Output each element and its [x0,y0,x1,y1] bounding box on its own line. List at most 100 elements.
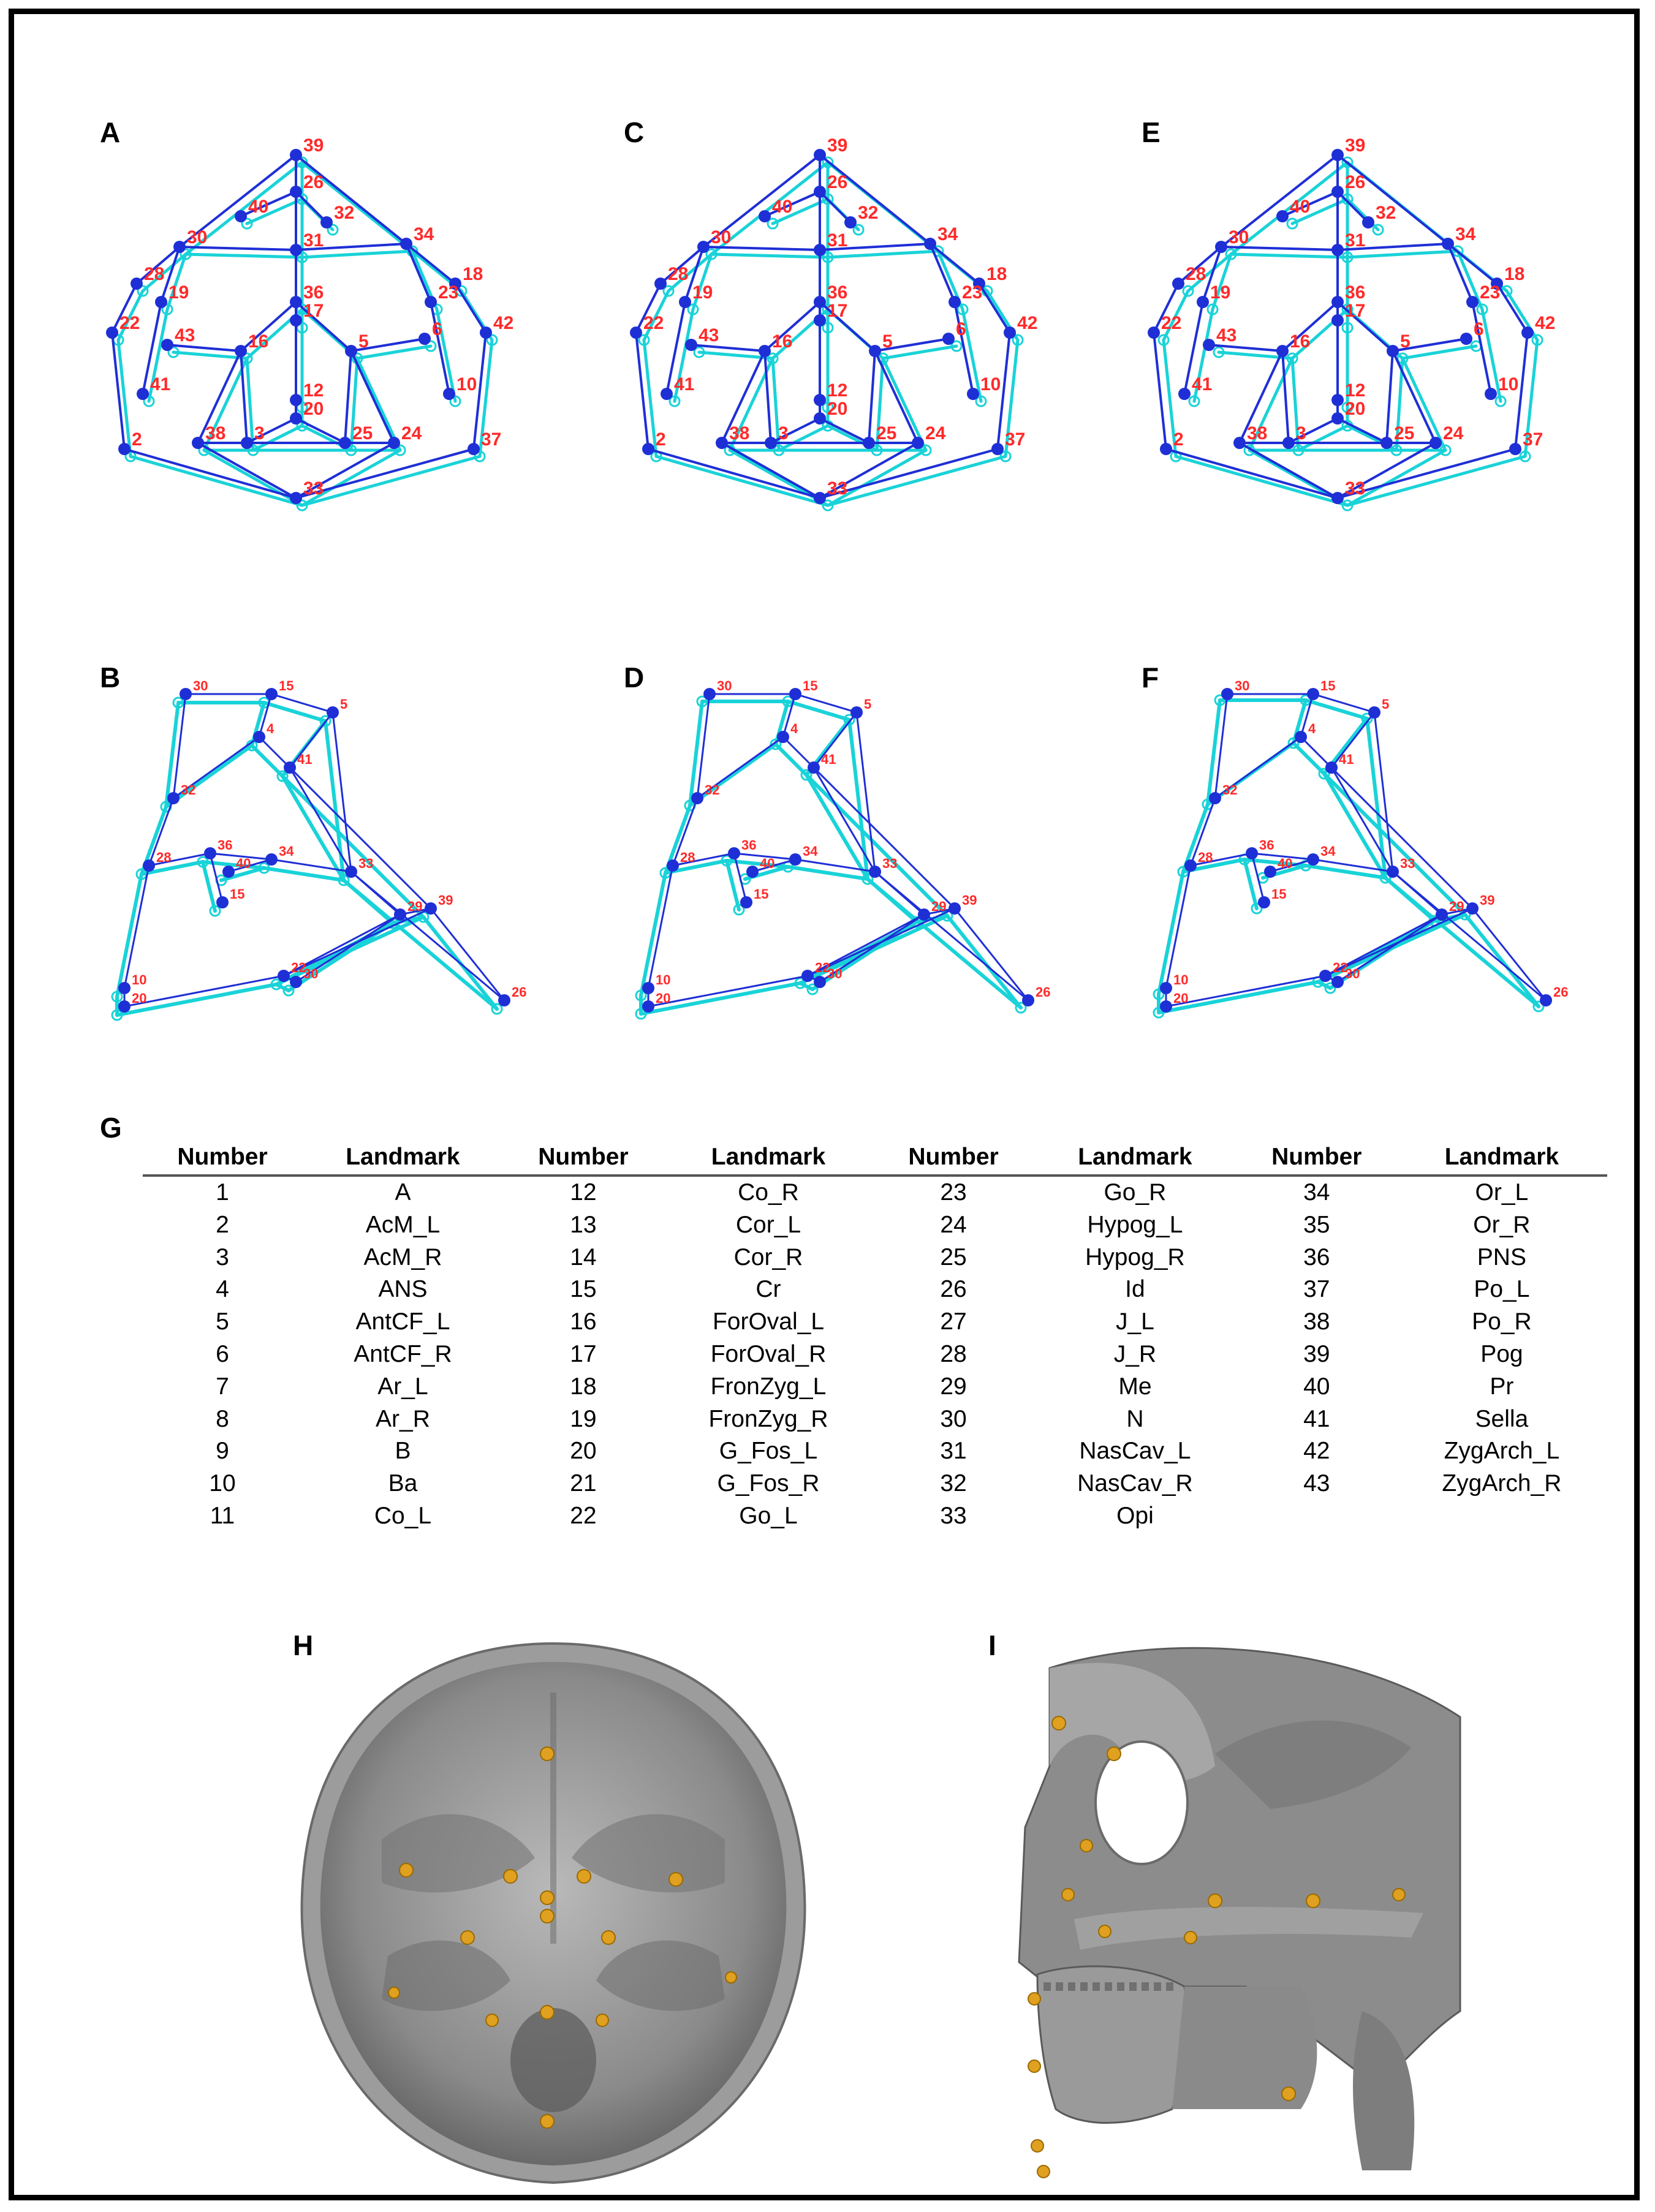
landmark-number-label: 38 [729,423,749,444]
table-cell: NasCav_R [1077,1470,1193,1497]
table-cell: 36 [1303,1244,1330,1270]
landmark-number-label: 6 [956,319,966,339]
table-cell: 40 [1303,1373,1330,1400]
landmark-number-label: 40 [236,856,251,871]
landmark-number-label: 15 [754,886,768,902]
panel-label-f: F [1142,662,1159,693]
table-cell: 3 [216,1244,229,1270]
table-cell: 37 [1303,1276,1330,1303]
landmark-number-label: 19 [1210,282,1230,303]
col-header: Landmark [1396,1141,1607,1177]
landmark-number-label: 36 [741,837,756,853]
table-cell: 34 [1303,1179,1330,1206]
landmark-number-label: 22 [1161,313,1181,333]
table-cell: 6 [216,1340,229,1367]
landmark-number-label: 36 [1259,837,1274,853]
table-cell: B [395,1438,411,1465]
landmark-number-label: 15 [803,678,817,693]
table-cell: Co_L [374,1502,432,1529]
panel-label-c: C [624,116,645,148]
table-cell: 42 [1303,1438,1330,1465]
table-cell: 27 [940,1308,967,1335]
landmark-number-label: 20 [827,399,847,419]
table-cell: 9 [216,1438,229,1465]
landmark-number-label: 38 [1247,423,1267,444]
landmark-markers-h [388,1746,737,2129]
landmark-number-label: 41 [1192,374,1212,394]
table-header-row: Number Landmark Number Landmark Number L… [143,1141,1607,1177]
landmark-number-label: 2 [656,429,666,450]
landmark-number-label: 15 [1271,886,1286,902]
landmark-number-label: 41 [297,752,312,767]
landmark-number-label: 20 [132,991,146,1006]
landmark-number-label: 28 [680,850,695,865]
table-cell: 8 [216,1405,229,1432]
landmark-number-label: 28 [156,850,171,865]
table-cell: Or_L [1475,1179,1529,1206]
landmark-number-label: 32 [858,203,878,223]
landmark-number-label: 34 [1320,844,1336,859]
landmark-number-label: 30 [717,678,732,693]
table-cell: 7 [216,1373,229,1400]
landmark-number-label: 39 [962,893,977,908]
skull-lateral-render [982,1644,1472,2183]
landmark-number-label: 37 [481,429,501,450]
skull-base-render [290,1637,817,2189]
landmark-number-label: 6 [1474,319,1484,339]
landmark-number-label: 5 [1400,331,1411,352]
landmark-number-label: 5 [864,696,871,712]
panel-label-i: I [988,1629,996,1661]
landmark-number-label: 19 [169,282,189,303]
col-header: Number [143,1141,302,1177]
table-cell: 32 [940,1470,967,1497]
landmark-number-label: 30 [187,227,207,247]
table-cell: 25 [940,1244,967,1270]
table-cell: G_Fos_L [719,1438,818,1465]
landmark-number-label: 43 [1216,325,1237,345]
landmark-number-label: 29 [407,899,422,914]
landmark-number-label: 31 [827,230,847,251]
table-cell: 10 [209,1470,236,1497]
table-cell: 41 [1303,1405,1330,1432]
landmark-number-label: 39 [303,135,324,156]
table-cell: FronZyg_L [710,1373,827,1400]
landmark-number-label: 34 [803,844,818,859]
landmark-number-label: 20 [303,399,324,419]
landmark-number-label: 3 [1296,423,1306,444]
landmark-number-label: 30 [827,966,842,981]
landmark-number-label: 22 [119,313,140,333]
table-cell: 38 [1303,1308,1330,1335]
landmark-number-label: 16 [248,331,268,352]
landmark-number-label: 37 [1005,429,1025,450]
table-cell: Go_L [739,1502,798,1529]
landmark-number-label: 30 [1229,227,1249,247]
landmark-number-label: 30 [193,678,208,693]
table-cell: 4 [216,1276,229,1303]
table-cell: 2 [216,1211,229,1238]
landmark-number-label: 36 [218,837,232,853]
table-cell: 43 [1303,1470,1330,1497]
landmark-number-label: 41 [821,752,836,767]
col-header: Landmark [662,1141,874,1177]
landmark-number-label: 23 [1480,282,1500,303]
landmark-number-label: 10 [980,374,1001,394]
landmark-number-label: 30 [1235,678,1249,693]
landmark-number-label: 3 [778,423,789,444]
table-cell: PNS [1477,1244,1526,1270]
landmark-number-label: 28 [1186,264,1206,284]
